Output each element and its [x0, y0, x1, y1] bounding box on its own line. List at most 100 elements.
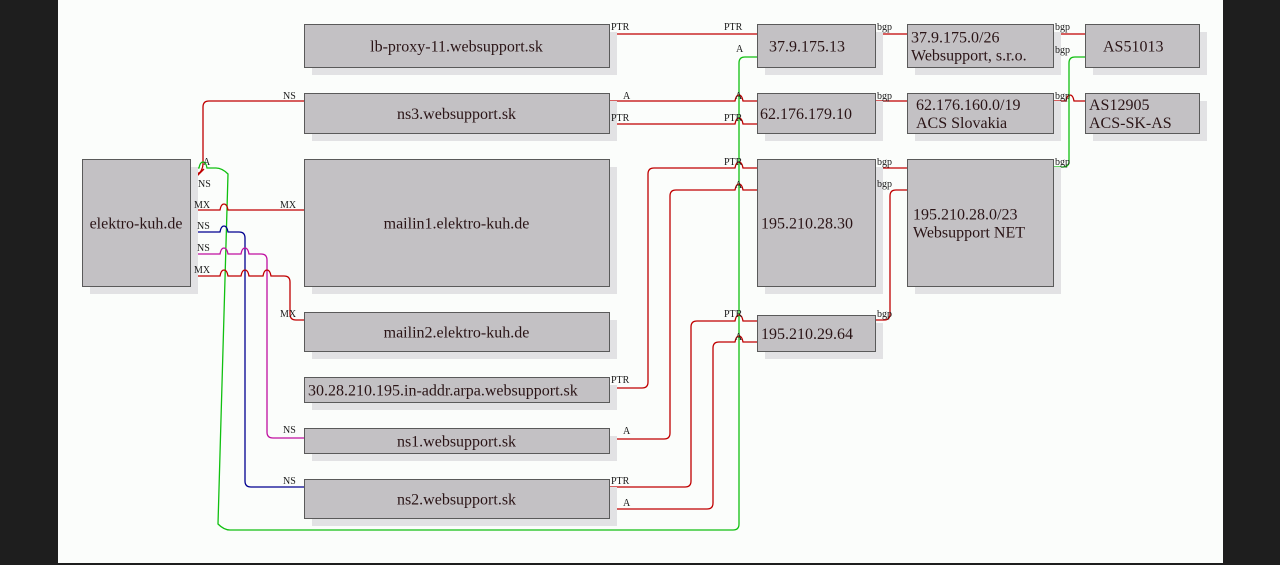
edge-label: bgp — [877, 179, 892, 190]
edge-label: PTR — [724, 113, 743, 124]
node-mailin2[interactable]: mailin2.elektro-kuh.de — [304, 312, 618, 360]
edge-label: NS — [283, 425, 296, 436]
edge-label: MX — [194, 265, 211, 276]
edge-line — [609, 161, 757, 389]
node-box — [757, 24, 876, 68]
edge-label: A — [735, 332, 743, 343]
edge-line — [1053, 56, 1085, 168]
node-ip4[interactable]: 195.210.29.64 — [757, 315, 884, 360]
edge-label: MX — [280, 309, 297, 320]
edge-label: PTR — [724, 22, 743, 33]
node-label: mailin1.elektro-kuh.de — [384, 216, 530, 233]
edge-line — [609, 183, 757, 440]
node-box — [757, 315, 876, 352]
node-ns1[interactable]: ns1.websupport.sk — [304, 428, 618, 462]
edge-label: MX — [194, 200, 211, 211]
edge-label: bgp — [1055, 91, 1070, 102]
edge-label: A — [735, 180, 743, 191]
edge-label: A — [735, 91, 743, 102]
edge-ns2-ip4-ptr — [609, 314, 757, 488]
node-ip3[interactable]: 195.210.28.30 — [757, 159, 884, 295]
node-label: 62.176.160.0/19 — [916, 97, 1020, 114]
edge-label: PTR — [724, 309, 743, 320]
node-mailin1[interactable]: mailin1.elektro-kuh.de — [304, 159, 618, 295]
node-box — [757, 159, 876, 287]
node-label: 30.28.210.195.in-addr.arpa.websupport.sk — [308, 383, 578, 400]
edge-line — [1053, 94, 1085, 102]
edge-line — [609, 117, 757, 125]
edge-line — [875, 189, 907, 321]
node-label: 195.210.28.0/23 — [913, 207, 1017, 224]
node-as1[interactable]: AS51013 — [1085, 24, 1208, 76]
node-box — [907, 159, 1054, 287]
node-box — [304, 428, 610, 454]
edge-elektro-mailin2 — [190, 269, 304, 321]
node-box — [304, 159, 610, 287]
node-label: ns3.websupport.sk — [397, 106, 516, 123]
edge-label: bgp — [877, 309, 892, 320]
edge-net2-as2 — [1053, 94, 1085, 102]
node-box — [1085, 93, 1200, 134]
edge-net3-as1 — [1053, 56, 1085, 168]
edge-line — [609, 314, 757, 488]
edge-ns3-ip2-ptr — [609, 117, 757, 125]
node-box — [304, 93, 610, 134]
edge-label: NS — [198, 179, 211, 190]
edge-label: PTR — [611, 22, 630, 33]
edge-ns1-ip3 — [609, 183, 757, 440]
edge-elektro-ns1 — [190, 247, 304, 439]
node-label: lb-proxy-11.websupport.sk — [370, 39, 543, 56]
edge-label: NS — [283, 476, 296, 487]
node-label: Websupport, s.r.o. — [911, 48, 1027, 65]
node-box — [304, 312, 610, 352]
edge-label: PTR — [611, 113, 630, 124]
node-box — [304, 24, 610, 68]
edge-label: NS — [283, 91, 296, 102]
dns-graph: elektro-kuh.de lb-proxy-11.websupport.sk n… — [82, 22, 1208, 531]
node-elektro[interactable]: elektro-kuh.de — [82, 159, 199, 295]
node-box — [907, 24, 1054, 68]
edge-label: A — [203, 157, 211, 168]
node-lbproxy[interactable]: lb-proxy-11.websupport.sk — [304, 24, 618, 76]
node-arpa[interactable]: 30.28.210.195.in-addr.arpa.websupport.sk — [304, 377, 618, 411]
node-label: mailin2.elektro-kuh.de — [384, 325, 530, 342]
node-label: ACS Slovakia — [916, 115, 1007, 132]
node-ip1[interactable]: 37.9.175.13 — [757, 24, 884, 76]
edges-layer — [190, 33, 1085, 531]
edge-label: bgp — [877, 157, 892, 168]
edge-label: bgp — [1055, 22, 1070, 33]
node-label: AS12905 — [1089, 97, 1149, 114]
edge-elektro-ip1 — [190, 56, 757, 531]
edge-line — [190, 203, 304, 211]
node-box — [1085, 24, 1200, 68]
node-ns3[interactable]: ns3.websupport.sk — [304, 93, 618, 142]
node-label: elektro-kuh.de — [90, 216, 183, 233]
edge-label: PTR — [611, 476, 630, 487]
edge-elektro-ns2 — [190, 225, 304, 488]
node-box — [82, 159, 191, 287]
node-label: 195.210.29.64 — [761, 326, 853, 343]
node-box — [304, 377, 610, 403]
edge-label: NS — [197, 243, 210, 254]
edge-line — [190, 269, 304, 321]
node-box — [304, 479, 610, 519]
edge-label: bgp — [1055, 45, 1070, 56]
edge-label: A — [623, 91, 631, 102]
node-ip2[interactable]: 62.176.179.10 — [757, 93, 884, 142]
edge-label: A — [623, 426, 631, 437]
edge-line — [609, 94, 757, 102]
node-label: Websupport NET — [913, 225, 1025, 242]
nodes-layer: elektro-kuh.de lb-proxy-11.websupport.sk n… — [82, 24, 1208, 527]
node-label: 195.210.28.30 — [761, 216, 853, 233]
edge-elektro-mailin1 — [190, 203, 304, 211]
edge-ip4-net3 — [875, 189, 907, 321]
edge-label: MX — [280, 200, 297, 211]
node-box — [757, 93, 876, 134]
node-ns2[interactable]: ns2.websupport.sk — [304, 479, 618, 527]
edge-label: A — [623, 498, 631, 509]
